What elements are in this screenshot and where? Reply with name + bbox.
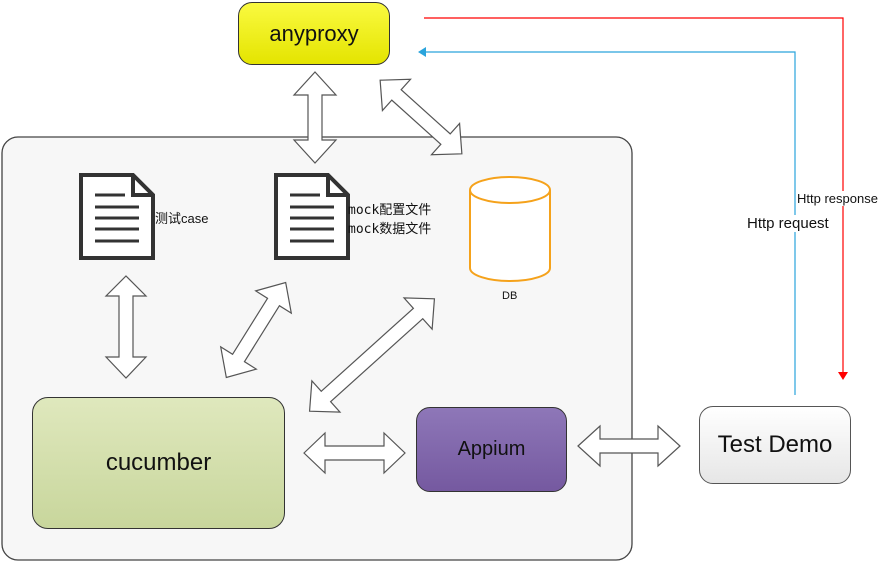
test-demo-label: Test Demo bbox=[717, 431, 833, 458]
http-response-label: Http response bbox=[797, 191, 878, 206]
test-demo-node: Test Demo bbox=[699, 406, 851, 484]
arrow-cucumber-appium bbox=[303, 431, 406, 475]
appium-node: Appium bbox=[416, 407, 567, 492]
database-icon bbox=[469, 176, 551, 282]
http-request-label: Http request bbox=[747, 215, 829, 232]
mock-data-label: mock数据文件 bbox=[348, 222, 432, 237]
arrow-anyproxy-mock bbox=[292, 71, 338, 164]
test-case-label: 测试case bbox=[155, 211, 209, 226]
anyproxy-node: anyproxy bbox=[238, 2, 390, 65]
mock-config-document-icon bbox=[274, 173, 350, 260]
appium-label: Appium bbox=[457, 438, 526, 460]
http-response-line bbox=[424, 17, 848, 380]
arrow-db-cucumber bbox=[308, 297, 436, 413]
cucumber-node: cucumber bbox=[32, 397, 285, 529]
arrow-mock-cucumber bbox=[219, 281, 293, 379]
anyproxy-label: anyproxy bbox=[269, 20, 359, 46]
arrow-appium-testdemo bbox=[577, 424, 681, 468]
arrow-anyproxy-db bbox=[379, 78, 463, 156]
cucumber-label: cucumber bbox=[105, 449, 212, 476]
mock-config-label: mock配置文件 bbox=[348, 203, 432, 218]
arrow-case-cucumber bbox=[104, 275, 148, 379]
test-case-document-icon bbox=[79, 173, 155, 260]
db-label: DB bbox=[502, 290, 518, 302]
http-request-line bbox=[418, 47, 796, 395]
